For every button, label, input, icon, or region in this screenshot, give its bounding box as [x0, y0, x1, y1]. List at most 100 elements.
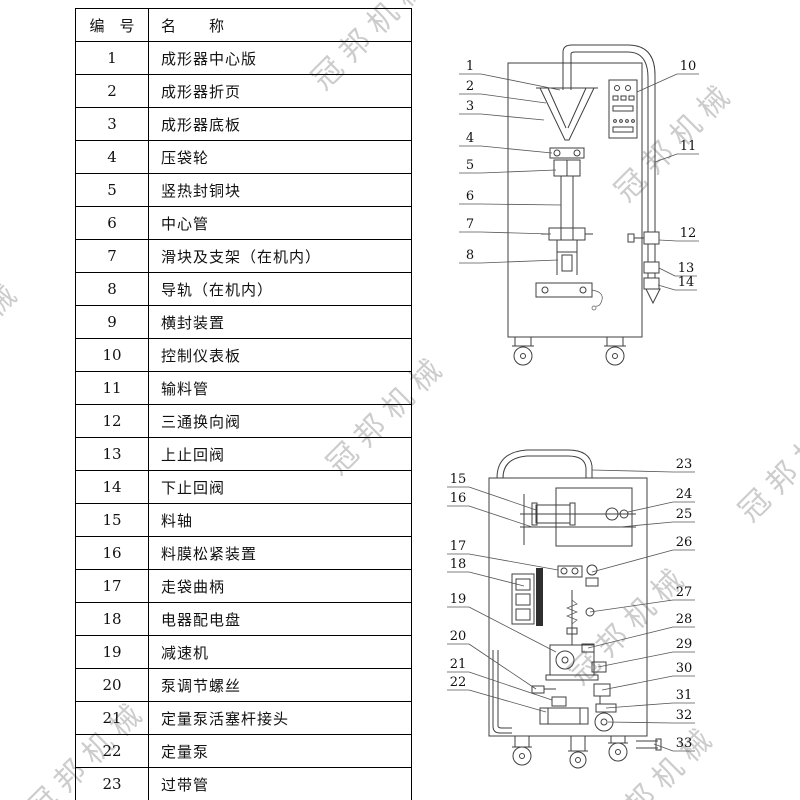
callout-leader	[480, 145, 553, 154]
part-name-cell: 泵调节螺丝	[148, 668, 412, 702]
callout-number: 20	[450, 629, 467, 644]
part-number-cell: 3	[75, 107, 149, 141]
machine-side-view	[488, 449, 662, 769]
over-top-tube	[496, 449, 593, 479]
callout-number: 16	[450, 491, 467, 506]
callout-number: 33	[676, 736, 693, 751]
callout-number: 31	[676, 688, 693, 703]
part-number-cell: 11	[75, 371, 149, 405]
piston-rod-connector	[551, 696, 567, 707]
caster-wheel	[512, 746, 532, 766]
callout-number: 15	[450, 472, 467, 487]
callout-leader	[480, 73, 561, 91]
part-name-cell: 定量泵	[148, 734, 412, 768]
cabinet-outline	[488, 477, 648, 737]
callout-leader	[658, 267, 676, 277]
callout-leader	[468, 486, 537, 511]
part-name-cell: 滑块及支架（在机内）	[148, 239, 412, 273]
part-number-cell: 17	[75, 569, 149, 603]
callout-number: 23	[676, 457, 693, 472]
part-name-cell: 上止回阀	[148, 437, 412, 471]
callout-leader	[627, 501, 674, 513]
caster-wheel	[605, 346, 625, 366]
sealer-cord	[591, 289, 603, 307]
callout-leader	[657, 284, 676, 291]
part-name-cell: 减速机	[148, 635, 412, 669]
callout-leader	[591, 469, 674, 473]
bag-crank	[557, 565, 583, 578]
part-number-cell: 2	[75, 74, 149, 108]
callout-number: 21	[450, 657, 467, 672]
table-header-row: 编 号 名 称	[75, 8, 412, 42]
callout-leader	[607, 721, 674, 724]
callout-leader	[597, 651, 674, 668]
callout-number: 3	[466, 99, 474, 114]
nozzle	[645, 288, 661, 305]
callout-leader	[480, 169, 557, 174]
callout-leader	[468, 606, 557, 653]
callout-leader	[468, 671, 553, 701]
part-name-cell: 电器配电盘	[148, 602, 412, 636]
part-name-cell: 下止回阀	[148, 470, 412, 504]
part-number-cell: 22	[75, 734, 149, 768]
part-name-cell: 料轴	[148, 503, 412, 537]
callout-leader	[587, 626, 674, 649]
callout-number: 30	[676, 661, 693, 676]
bag-press-wheel	[549, 147, 585, 159]
center-tube	[560, 176, 574, 228]
callout-leader	[654, 153, 678, 163]
tension-roller	[605, 507, 619, 521]
callout-number: 10	[680, 59, 697, 74]
lower-check-valve	[643, 277, 660, 290]
callout-leader	[591, 549, 674, 573]
three-way-valve	[643, 231, 660, 245]
caster-wheel	[569, 751, 587, 769]
caster-wheel	[608, 742, 628, 762]
part-name-cell: 料膜松紧装置	[148, 536, 412, 570]
callout-leader	[653, 743, 674, 752]
part-number-cell: 23	[75, 767, 149, 800]
part-number-cell: 13	[75, 437, 149, 471]
callout-leader	[480, 259, 559, 264]
part-name-cell: 控制仪表板	[148, 338, 412, 372]
parts-table-head: 编 号 名 称	[75, 8, 412, 42]
spring	[566, 599, 578, 625]
upper-check-valve	[643, 261, 660, 274]
part-name-cell: 过带管	[148, 767, 412, 800]
callout-leader	[468, 571, 525, 587]
callout-number: 26	[676, 535, 693, 550]
callout-leader	[605, 702, 674, 709]
part-name-cell: 三通换向阀	[148, 404, 412, 438]
callout-leader	[468, 643, 537, 690]
callout-leader	[468, 505, 533, 528]
callout-leader	[468, 553, 559, 571]
callout-number: 19	[450, 592, 467, 607]
callout-leader	[480, 93, 547, 104]
callout-number: 24	[676, 487, 693, 502]
callout-number: 11	[680, 139, 697, 154]
part-number-cell: 20	[75, 668, 149, 702]
cabinet-outline	[507, 62, 643, 338]
callout-number: 22	[450, 675, 467, 690]
callout-leader	[480, 113, 545, 121]
callout-leader	[468, 689, 547, 713]
callout-number: 25	[676, 507, 693, 522]
callout-number: 12	[680, 226, 697, 241]
callout-leader	[480, 231, 552, 235]
horizontal-sealer	[535, 282, 593, 298]
belt-tube-stub	[636, 740, 658, 749]
callout-leader	[601, 675, 674, 691]
